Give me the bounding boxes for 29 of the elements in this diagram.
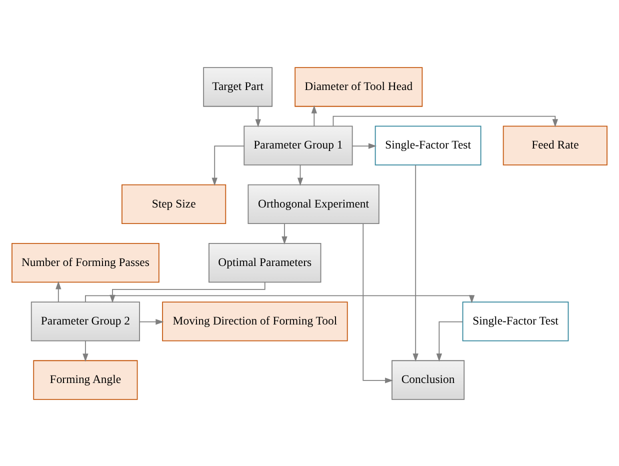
arrow xyxy=(56,280,62,302)
arrow xyxy=(212,145,245,186)
node-box: Forming Angle xyxy=(33,360,138,400)
arrow xyxy=(255,106,261,127)
node-box: Step Size xyxy=(122,184,226,224)
arrow xyxy=(362,222,394,383)
arrow xyxy=(412,164,418,362)
arrow xyxy=(82,340,88,362)
arrow xyxy=(297,164,304,186)
arrow xyxy=(332,115,558,127)
node-box: Parameter Group 2 xyxy=(30,301,140,341)
node-box: Target Part xyxy=(203,66,273,106)
arrow xyxy=(110,281,266,303)
node-box: Optimal Parameters xyxy=(208,242,322,282)
node-box: Number of Forming Passes xyxy=(12,242,160,282)
node-box: Conclusion xyxy=(392,360,465,400)
arrow xyxy=(139,318,164,324)
node-box: Single-Factor Test xyxy=(462,301,569,341)
node-box: Feed Rate xyxy=(502,125,608,165)
node-box: Moving Direction of Forming Tool xyxy=(162,301,348,341)
arrow xyxy=(311,104,317,126)
node-box: Orthogonal Experiment xyxy=(248,184,380,224)
arrow xyxy=(436,320,463,362)
node-box: Parameter Group 1 xyxy=(244,125,353,165)
arrow xyxy=(352,142,377,148)
node-box: Diameter of Tool Head xyxy=(294,66,423,106)
node-box: Single-Factor Test xyxy=(374,125,482,165)
arrow xyxy=(85,294,475,303)
arrow xyxy=(282,222,288,244)
